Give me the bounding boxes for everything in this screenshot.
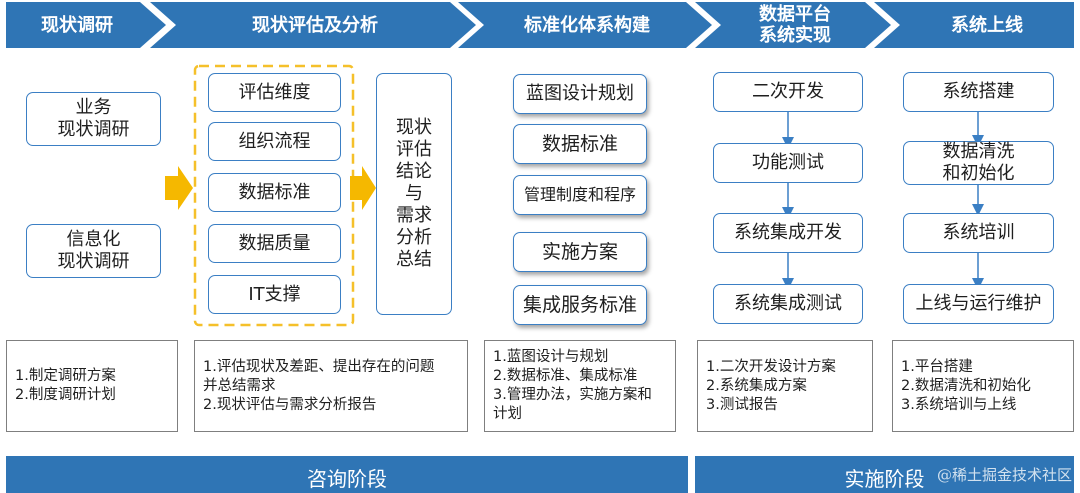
golive-item-build: 系统搭建 [903, 72, 1054, 112]
platform-item-function-test: 功能测试 [713, 143, 863, 183]
header-step-assessment: 现状评估及分析 [150, 2, 476, 48]
box-label: 信息化 现状调研 [57, 229, 130, 272]
box-label: 业务 现状调研 [57, 97, 130, 140]
deliverable-line: 2.现状评估与需求分析报告 [203, 396, 377, 413]
deliverables-survey: 1.制定调研方案 2.制度调研计划 [6, 340, 178, 432]
header-step-label: 现状调研 [41, 14, 113, 36]
flow-arrow-icon [350, 166, 376, 210]
header-step-label: 现状评估及分析 [252, 14, 378, 36]
golive-item-cleansing: 数据清洗 和初始化 [903, 141, 1054, 185]
deliverable-line: 2.数据清洗和初始化 [901, 377, 1031, 394]
standards-item-blueprint: 蓝图设计规划 [513, 74, 647, 114]
box-label: 数据标准 [541, 133, 618, 155]
deliverable-line: 3.系统培训与上线 [901, 396, 1017, 413]
phase-implementation-bar: 实施阶段 [695, 456, 1074, 493]
header-step-label: 标准化体系构建 [524, 14, 650, 36]
golive-item-training: 系统培训 [903, 213, 1054, 253]
assessment-conclusion-box: 现状 评估 结论 与 需求 分析 总结 [376, 73, 452, 315]
deliverables-standards: 1.蓝图设计与规划 2.数据标准、集成标准 3.管理办法，实施方案和 计划 [484, 340, 676, 432]
header-step-label: 数据平台 系统实现 [759, 4, 831, 46]
assessment-item-data-standard: 数据标准 [208, 173, 341, 212]
deliverables-assessment: 1.评估现状及差距、提出存在的问题 并总结需求 2.现状评估与需求分析报告 [194, 340, 468, 432]
watermark: @稀土掘金技术社区 [936, 466, 1072, 484]
box-label: 组织流程 [238, 130, 311, 152]
phase-consulting-bar: 咨询阶段 [6, 456, 688, 493]
box-label: 蓝图设计规划 [526, 83, 634, 104]
phase-label: 实施阶段 [844, 467, 925, 491]
deliverable-line: 2.数据标准、集成标准 [493, 368, 638, 384]
deliverable-line: 3.管理办法，实施方案和 [493, 387, 652, 403]
standards-item-implementation: 实施方案 [513, 232, 647, 272]
platform-item-secondary-dev: 二次开发 [713, 72, 863, 112]
standards-item-management: 管理制度和程序 [513, 175, 647, 215]
assessment-item-dimension: 评估维度 [208, 73, 341, 112]
flow-arrow-icon [165, 166, 193, 210]
platform-item-integration-test: 系统集成测试 [713, 284, 863, 324]
box-label: 数据质量 [238, 232, 311, 254]
deliverable-line: 1.评估现状及差距、提出存在的问题 [203, 358, 435, 375]
assessment-item-data-quality: 数据质量 [208, 224, 341, 263]
box-label: 评估维度 [238, 81, 311, 103]
box-label: 二次开发 [752, 81, 824, 102]
box-label: 系统集成开发 [734, 222, 842, 243]
phase-label: 咨询阶段 [307, 467, 387, 491]
deliverable-line: 2.系统集成方案 [706, 377, 807, 394]
deliverable-line: 并总结需求 [203, 377, 276, 394]
box-label: 数据标准 [238, 181, 311, 203]
deliverables-golive: 1.平台搭建 2.数据清洗和初始化 3.系统培训与上线 [892, 340, 1074, 432]
box-label: 数据清洗 和初始化 [942, 141, 1015, 184]
header-step-platform: 数据平台 系统实现 [695, 2, 891, 48]
deliverable-line: 1.二次开发设计方案 [706, 358, 836, 375]
header-step-survey: 现状调研 [6, 2, 166, 48]
standards-item-integration: 集成服务标准 [513, 285, 647, 325]
deliverable-line: 1.蓝图设计与规划 [493, 349, 609, 365]
deliverable-line: 1.制定调研方案 [15, 368, 116, 384]
platform-item-integration-dev: 系统集成开发 [713, 213, 863, 253]
box-label: 集成服务标准 [522, 294, 637, 316]
deliverable-line: 3.测试报告 [706, 396, 778, 413]
assessment-item-process: 组织流程 [208, 122, 341, 161]
survey-business-box: 业务 现状调研 [26, 92, 161, 146]
header-step-standards: 标准化体系构建 [458, 2, 712, 48]
deliverables-platform: 1.二次开发设计方案 2.系统集成方案 3.测试报告 [697, 340, 873, 432]
golive-item-operation: 上线与运行维护 [903, 284, 1054, 324]
deliverable-line: 1.平台搭建 [901, 358, 973, 375]
box-label: 现状 评估 结论 与 需求 分析 总结 [396, 117, 432, 270]
box-label: 系统培训 [942, 222, 1015, 243]
deliverable-line: 计划 [493, 406, 522, 422]
header-step-label: 系统上线 [951, 14, 1023, 36]
assessment-item-it-support: IT支撑 [208, 275, 341, 314]
box-label: 系统搭建 [942, 81, 1015, 102]
header-step-golive: 系统上线 [874, 2, 1074, 48]
box-label: 功能测试 [752, 152, 824, 173]
box-label: IT支撑 [248, 283, 301, 305]
box-label: 管理制度和程序 [523, 185, 636, 204]
survey-it-box: 信息化 现状调研 [26, 224, 161, 278]
standards-item-data-standard: 数据标准 [513, 124, 647, 164]
deliverable-line: 2.制度调研计划 [15, 387, 116, 403]
box-label: 上线与运行维护 [915, 293, 1042, 314]
box-label: 系统集成测试 [734, 293, 842, 314]
box-label: 实施方案 [541, 241, 618, 263]
